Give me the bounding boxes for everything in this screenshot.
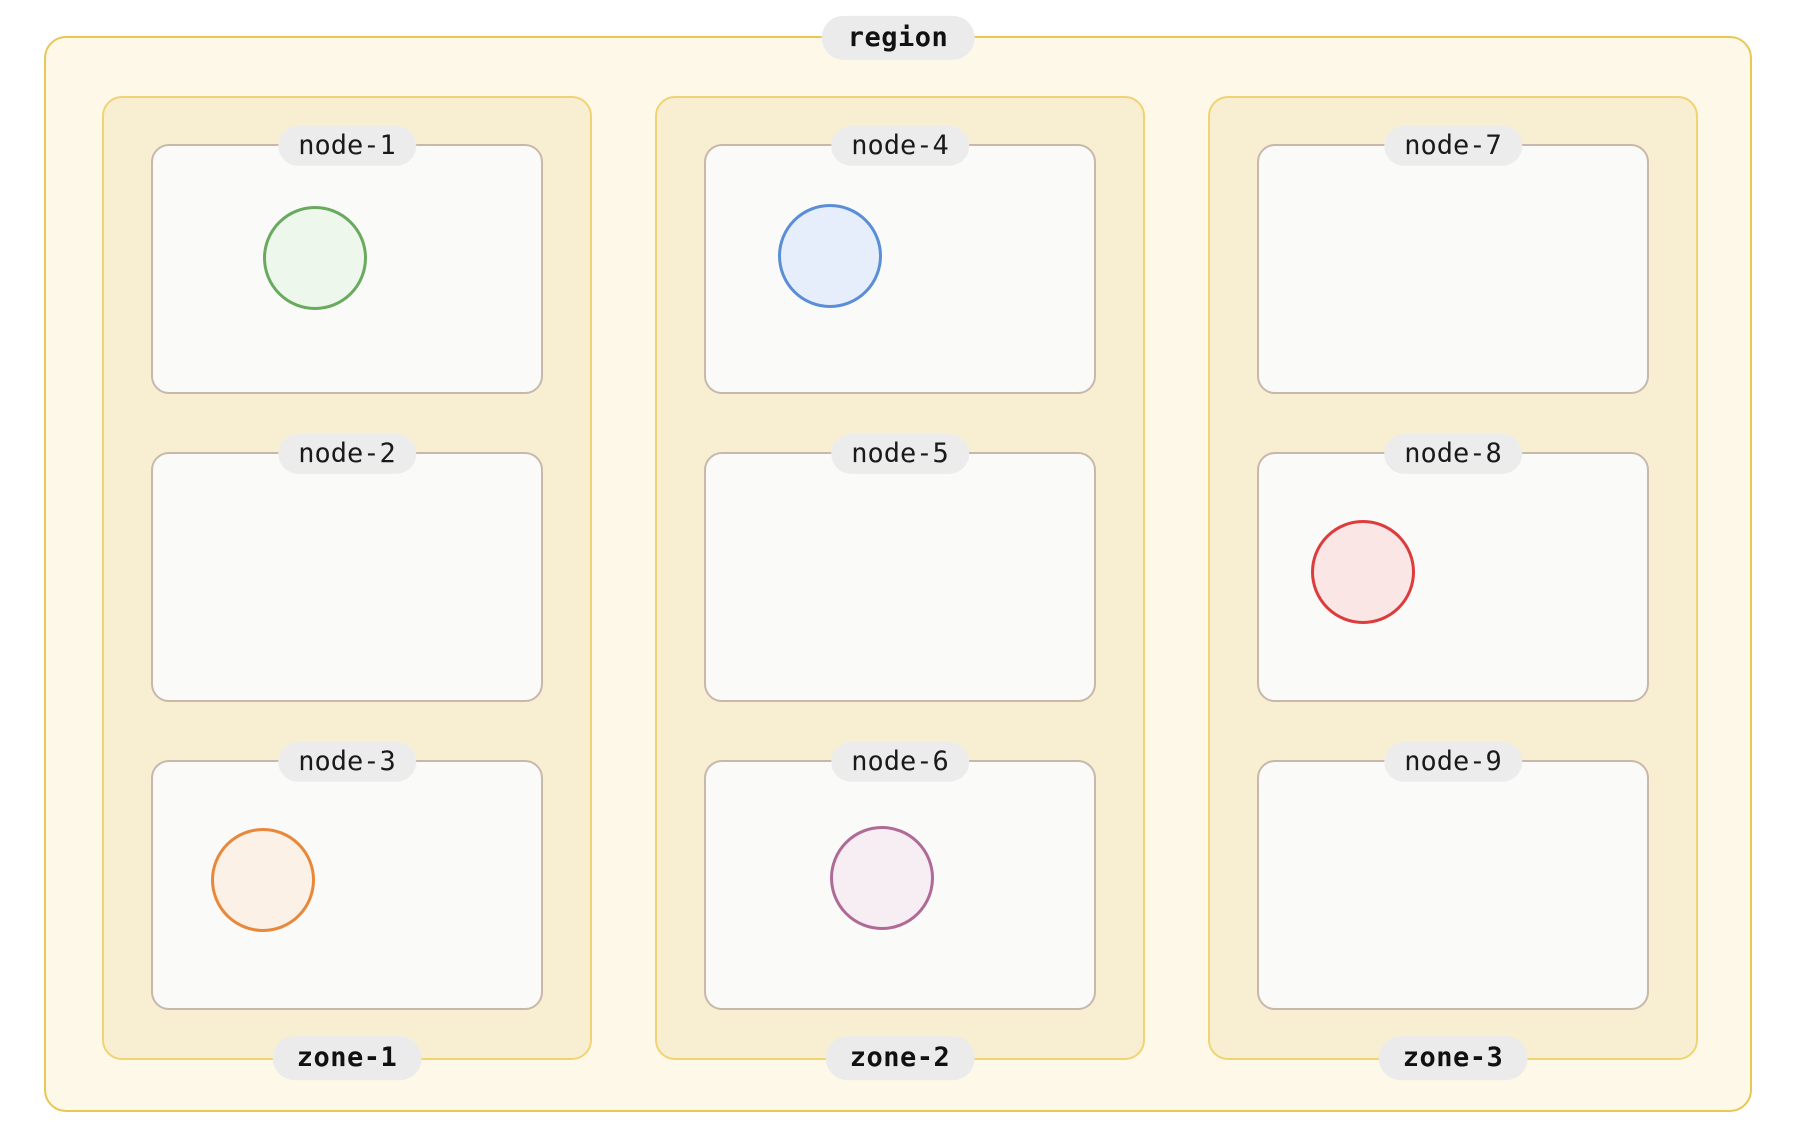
node-label: node-4 xyxy=(831,125,969,167)
node-card-node-3[interactable]: node-3 xyxy=(151,741,543,1010)
node-card-node-6[interactable]: node-6 xyxy=(704,741,1096,1010)
node-card-node-9[interactable]: node-9 xyxy=(1257,741,1649,1010)
node-label: node-8 xyxy=(1384,433,1522,475)
status-circle-node-1 xyxy=(263,206,367,310)
node-card-node-1[interactable]: node-1 xyxy=(151,125,543,394)
status-circle-node-3 xyxy=(211,828,315,932)
status-circle-node-6 xyxy=(830,826,934,930)
zone-2-container[interactable]: node-4 node-5 node-6 zone-2 xyxy=(655,96,1145,1081)
zone-1-container[interactable]: node-1 node-2 node-3 zone-1 xyxy=(102,96,592,1081)
node-card-node-5[interactable]: node-5 xyxy=(704,433,1096,702)
region-container: region node-1 node-2 node-3 zone-1 node-… xyxy=(44,15,1752,1112)
status-circle-node-8 xyxy=(1311,520,1415,624)
zone-label: zone-1 xyxy=(272,1035,422,1081)
node-card-node-7[interactable]: node-7 xyxy=(1257,125,1649,394)
node-label: node-7 xyxy=(1384,125,1522,167)
node-card-node-4[interactable]: node-4 xyxy=(704,125,1096,394)
node-card-node-8[interactable]: node-8 xyxy=(1257,433,1649,702)
status-circle-node-4 xyxy=(778,204,882,308)
node-label: node-2 xyxy=(278,433,416,475)
zones-row: node-1 node-2 node-3 zone-1 node-4 node-… xyxy=(102,96,1698,1081)
region-label: region xyxy=(821,15,975,61)
zone-label: zone-3 xyxy=(1378,1035,1528,1081)
zone-label: zone-2 xyxy=(825,1035,975,1081)
node-label: node-9 xyxy=(1384,741,1522,783)
node-label: node-1 xyxy=(278,125,416,167)
node-label: node-5 xyxy=(831,433,969,475)
zone-3-container[interactable]: node-7 node-8 node-9 zone-3 xyxy=(1208,96,1698,1081)
node-label: node-3 xyxy=(278,741,416,783)
node-card-node-2[interactable]: node-2 xyxy=(151,433,543,702)
node-label: node-6 xyxy=(831,741,969,783)
